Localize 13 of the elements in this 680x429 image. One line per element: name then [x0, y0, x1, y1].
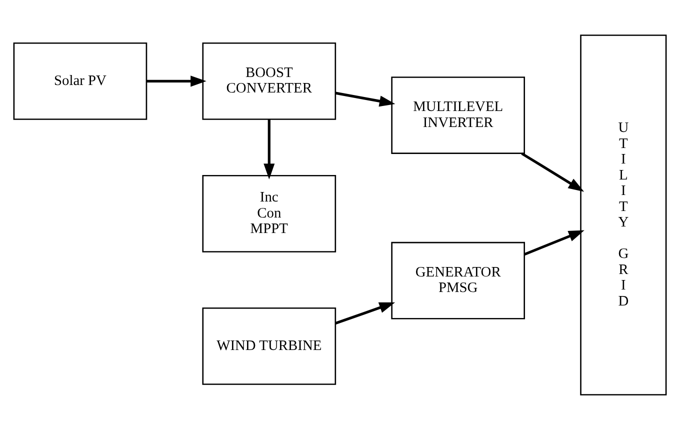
- arrow: [335, 91, 396, 106]
- arrow: [146, 75, 206, 86]
- node-box: Solar PV: [13, 42, 148, 120]
- node-box: BOOST CONVERTER: [202, 42, 336, 120]
- node-box: MULTILEVEL INVERTER: [391, 76, 525, 154]
- arrow: [524, 230, 584, 256]
- node-box: UTILITY GRID: [580, 34, 667, 395]
- node-box: GENERATOR PMSG: [391, 241, 525, 319]
- arrow: [264, 118, 275, 179]
- node-box: WIND TURBINE: [202, 307, 336, 384]
- arrow: [335, 302, 396, 324]
- node-box: Inc Con MPPT: [202, 174, 336, 252]
- arrow: [521, 152, 584, 192]
